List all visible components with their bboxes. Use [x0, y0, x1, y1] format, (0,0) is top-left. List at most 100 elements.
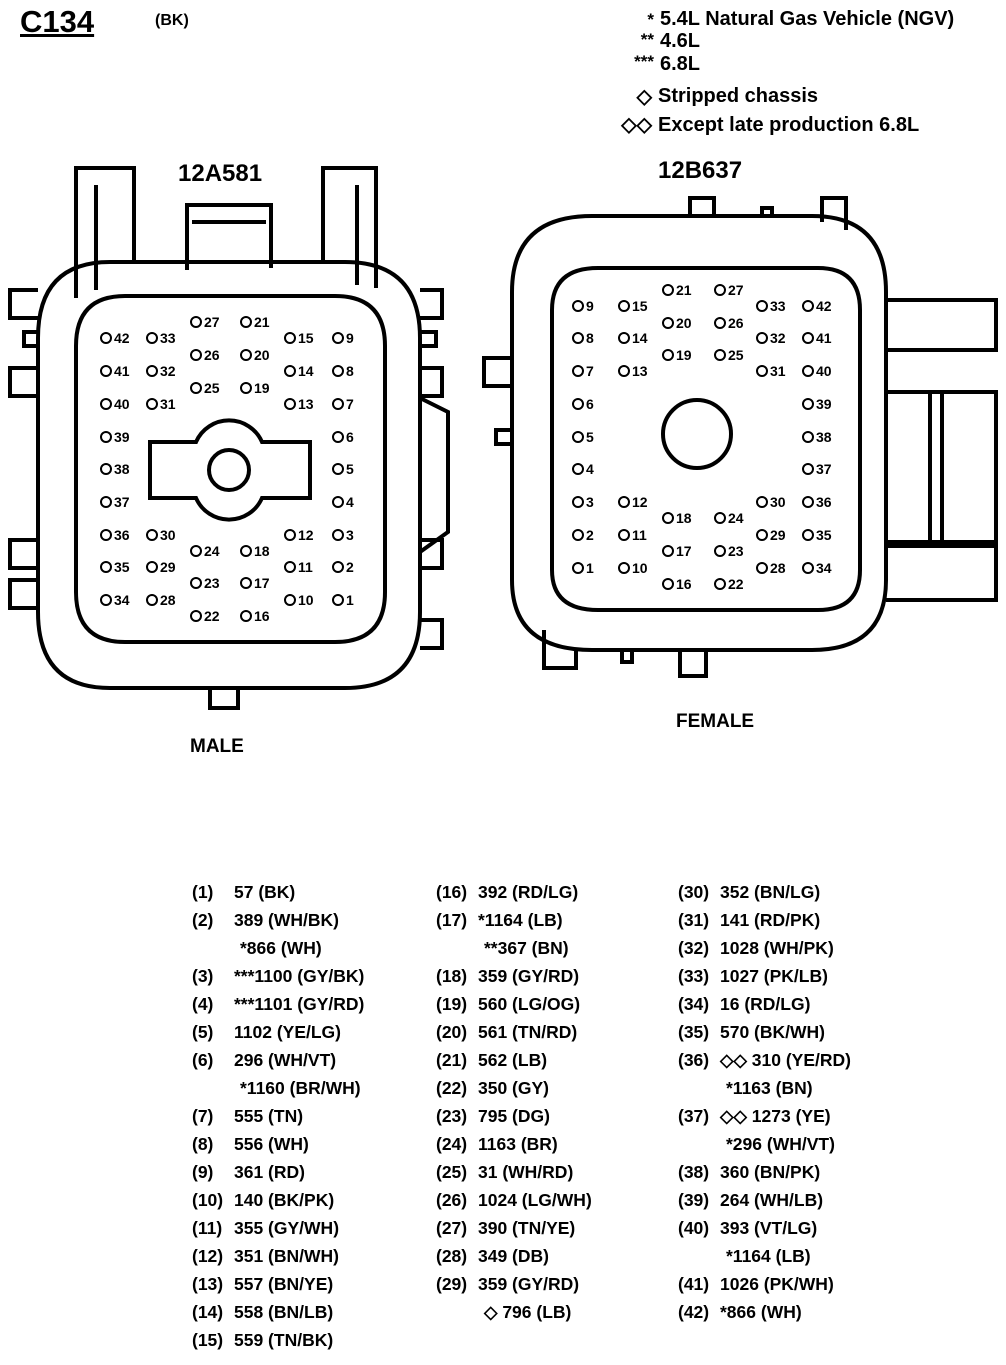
wire-table-row: (7)555 (TN) [192, 1106, 303, 1127]
wire-pin: (17) [436, 910, 468, 930]
pin-hole [802, 431, 814, 443]
wire-table-row: (9)361 (RD) [192, 1162, 305, 1183]
pin-hole [714, 284, 726, 296]
pin-number: 5 [586, 429, 594, 445]
wire-pin: (34) [678, 994, 710, 1014]
pin-hole [662, 545, 674, 557]
pin-hole [332, 398, 344, 410]
wire-table-row: (26)1024 (LG/WH) [436, 1190, 592, 1211]
pin-number: 10 [298, 592, 314, 608]
pin-number: 38 [816, 429, 832, 445]
wire-circuit: 392 (RD/LG) [478, 882, 579, 902]
pin-hole [662, 349, 674, 361]
pin-hole [284, 365, 296, 377]
wire-pin: (21) [436, 1050, 468, 1070]
wire-pin: (13) [192, 1274, 224, 1294]
pin-number: 14 [632, 330, 648, 346]
pin-number: 12 [632, 494, 648, 510]
pin-number: 31 [770, 363, 786, 379]
wire-table-row: (3)***1100 (GY/BK) [192, 966, 364, 987]
pin-number: 1 [346, 592, 354, 608]
wire-table-row: (36)◇◇ 310 (YE/RD) [678, 1050, 851, 1071]
pin-hole [190, 610, 202, 622]
pin-number: 35 [816, 527, 832, 543]
pin-number: 24 [204, 543, 220, 559]
legend-text: Stripped chassis [658, 85, 819, 107]
wire-table-row: (37)◇◇ 1273 (YE) [678, 1106, 831, 1127]
pin-hole [572, 431, 584, 443]
pin-number: 36 [816, 494, 832, 510]
wire-circuit: 352 (BN/LG) [720, 882, 821, 902]
wire-circuit: 560 (LG/OG) [478, 994, 581, 1014]
wire-pin: (26) [436, 1190, 468, 1210]
female-label: FEMALE [676, 711, 755, 732]
pin-hole [332, 594, 344, 606]
pin-hole [284, 529, 296, 541]
pin-number: 23 [728, 543, 744, 559]
wire-circuit: 359 (GY/RD) [478, 966, 580, 986]
wire-pin: (8) [192, 1134, 214, 1154]
pin-hole [332, 332, 344, 344]
wire-pin: (28) [436, 1246, 468, 1266]
wire-circuit: 389 (WH/BK) [234, 910, 340, 930]
pin-number: 9 [346, 330, 354, 346]
wire-table-row: (35)570 (BK/WH) [678, 1022, 825, 1043]
female-connector-body [482, 196, 998, 678]
legend-symbol: * [647, 10, 654, 29]
pin-hole [802, 529, 814, 541]
wire-table-row: (1)57 (BK) [192, 882, 295, 903]
pin-number: 28 [770, 560, 786, 576]
wire-circuit: *866 (WH) [240, 938, 322, 958]
wire-table-row: (30) 352 (BN/LG) [678, 882, 820, 903]
wire-circuit: 561 (TN/RD) [478, 1022, 578, 1042]
pin-number: 15 [298, 330, 314, 346]
legend-text: 6.8L [660, 53, 701, 75]
pin-number: 34 [816, 560, 832, 576]
pin-hole [100, 365, 112, 377]
legend-symbol: ◇◇ [621, 114, 652, 136]
pin-number: 27 [204, 314, 220, 330]
wire-pin: (30) [678, 882, 710, 902]
pin-hole [618, 365, 630, 377]
pin-hole [240, 382, 252, 394]
wire-table-row: (28)349 (DB) [436, 1246, 549, 1267]
pin-hole [714, 545, 726, 557]
pin-hole [802, 332, 814, 344]
legend-symbol: ** [640, 30, 654, 49]
wire-circuit: 393 (VT/LG) [720, 1218, 818, 1238]
pin-hole [332, 561, 344, 573]
pin-hole [802, 496, 814, 508]
pin-number: 37 [816, 461, 832, 477]
wire-table-row: (11)355 (GY/WH) [192, 1218, 339, 1239]
wire-pin: (25) [436, 1162, 468, 1182]
pin-number: 36 [114, 527, 130, 543]
wire-circuit: 558 (BN/LB) [234, 1302, 334, 1322]
pin-hole [190, 577, 202, 589]
pin-number: 40 [114, 396, 130, 412]
wire-circuit: ◇◇ 1273 (YE) [720, 1106, 831, 1126]
wire-table-row: (39)264 (WH/LB) [678, 1190, 823, 1211]
pin-hole [332, 365, 344, 377]
pin-number: 16 [254, 608, 270, 624]
wire-pin: (32) [678, 938, 710, 958]
pin-number: 20 [676, 315, 692, 331]
wire-table-row: (17)*1164 (LB) [436, 910, 563, 931]
pin-hole [146, 594, 158, 606]
pin-hole [714, 512, 726, 524]
wire-table-row: (41)1026 (PK/WH) [678, 1274, 834, 1295]
pin-hole [284, 594, 296, 606]
wire-table-row: (32)1028 (WH/PK) [678, 938, 834, 959]
wire-circuit: 355 (GY/WH) [234, 1218, 340, 1238]
pin-number: 13 [298, 396, 314, 412]
pin-hole [332, 529, 344, 541]
pin-hole [714, 317, 726, 329]
pin-number: 39 [114, 429, 130, 445]
pin-number: 21 [254, 314, 270, 330]
wire-pin: (39) [678, 1190, 710, 1210]
pin-hole [190, 545, 202, 557]
wire-pin: (33) [678, 966, 710, 986]
wire-circuit: 559 (TN/BK) [234, 1330, 334, 1350]
pin-hole [284, 398, 296, 410]
wire-pin: (40) [678, 1218, 710, 1238]
female-pin-group: 1234567891011121314151617181920212223242… [572, 282, 832, 592]
